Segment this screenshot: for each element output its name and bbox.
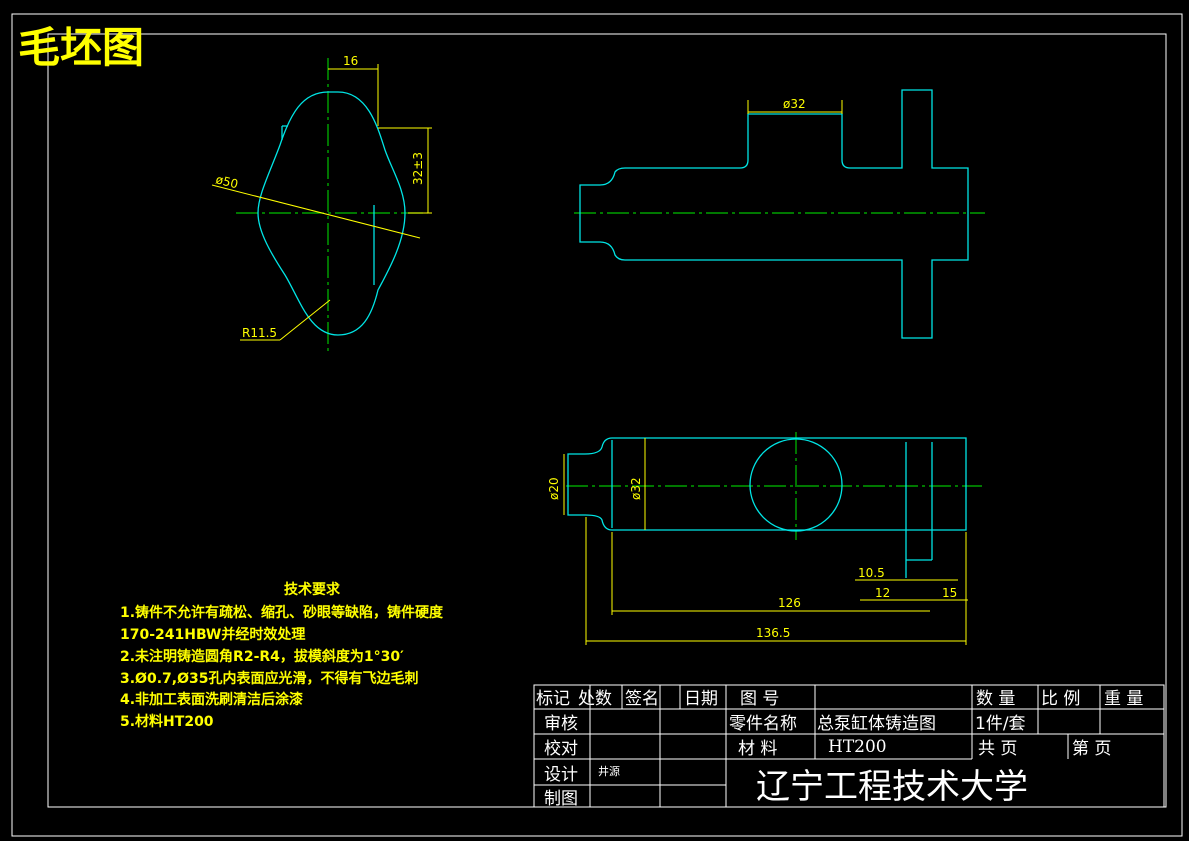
- outer-border: [11, 13, 1183, 837]
- dim-15: 15: [942, 586, 957, 600]
- tb-qty-value: 1件/套: [975, 714, 1026, 734]
- side-view: 16 32±3 ø50 R11.5: [211, 54, 432, 352]
- top-outline: [567, 437, 967, 531]
- tb-weight-label: 重 量: [1104, 689, 1143, 709]
- dim-top-dia32: ø32: [629, 477, 643, 500]
- tech-line: 5.材料HT200: [120, 713, 214, 730]
- title-block-frame: [533, 684, 1165, 808]
- side-outline: [257, 91, 406, 336]
- dim-1365: 136.5: [756, 626, 790, 640]
- tb-sheet-no: 第 页: [1072, 739, 1111, 759]
- title-block: 标记 处数 签名 日期 图 号 数 量 比 例 重 量 审核 零件名称 总泵缸体…: [533, 684, 1165, 809]
- tech-line: 1.铸件不允许有疏松、缩孔、砂眼等缺陷，铸件硬度: [120, 604, 444, 621]
- tb-sign: 签名: [625, 689, 659, 709]
- tb-drawing-no-label: 图 号: [740, 689, 779, 709]
- drawing-title: 毛坯图: [18, 23, 144, 72]
- front-view: ø32: [574, 89, 985, 339]
- tb-school: 辽宁工程技术大学: [756, 767, 1028, 807]
- tb-mark: 标记: [536, 689, 570, 709]
- dim-dia50: ø50: [214, 172, 239, 191]
- tb-total-sheets: 共 页: [978, 739, 1017, 759]
- tech-heading: 技术要求: [284, 581, 341, 598]
- tb-count: 处数: [578, 689, 612, 709]
- tb-draw: 制图: [544, 789, 578, 809]
- front-outline: [579, 89, 969, 339]
- tb-date: 日期: [684, 689, 718, 709]
- tech-line: 3.Ø0.7,Ø35孔内表面应光滑，不得有飞边毛刺: [120, 670, 418, 687]
- r115-line: [279, 299, 331, 341]
- top-boss-circle: [749, 438, 843, 532]
- tb-part-name-label: 零件名称: [729, 714, 797, 734]
- tb-material: HT200: [828, 737, 887, 757]
- dia50-line: [211, 184, 421, 239]
- dim-top-dia20: ø20: [547, 477, 561, 500]
- tb-qty-label: 数 量: [976, 689, 1015, 709]
- dim-12: 12: [875, 586, 890, 600]
- top-view: ø20 ø32 10.5 12 15 126 136.5: [547, 432, 982, 645]
- tb-part-name: 总泵缸体铸造图: [817, 713, 936, 734]
- dim-32: 32±3: [411, 152, 425, 185]
- tech-line: 170-241HBW并经时效处理: [120, 626, 305, 643]
- tb-design: 设计: [544, 765, 578, 785]
- tech-line: 4.非加工表面洗刷清洁后涂漆: [120, 691, 303, 708]
- tech-requirements: 技术要求 1.铸件不允许有疏松、缩孔、砂眼等缺陷，铸件硬度 170-241HBW…: [120, 581, 444, 730]
- tb-material-label: 材 料: [738, 739, 777, 759]
- tb-scale-label: 比 例: [1041, 689, 1080, 709]
- dim-105: 10.5: [858, 566, 885, 580]
- tb-review: 审核: [544, 714, 578, 734]
- tb-designer: 井源: [598, 764, 620, 778]
- dim-126: 126: [778, 596, 801, 610]
- tech-line: 2.未注明铸造圆角R2-R4，拔模斜度为1°30′: [120, 648, 404, 665]
- tb-proof: 校对: [544, 739, 578, 759]
- dim-16: 16: [343, 54, 358, 68]
- dim-front-dia32: ø32: [783, 97, 806, 111]
- dim-r115: R11.5: [242, 326, 277, 340]
